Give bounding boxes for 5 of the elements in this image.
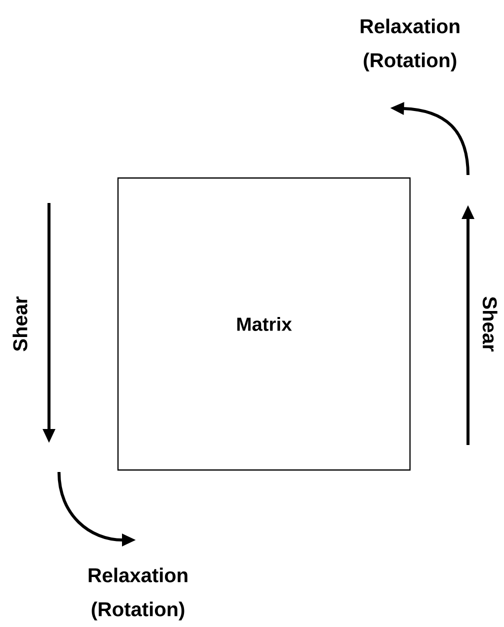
matrix-box: Matrix [117, 177, 411, 471]
rotation-label: Relaxation (Rotation) [360, 18, 460, 72]
shear-label: Shear [12, 296, 28, 352]
rotation-label: Relaxation (Rotation) [88, 568, 188, 620]
shear-label: Shear [482, 296, 498, 352]
